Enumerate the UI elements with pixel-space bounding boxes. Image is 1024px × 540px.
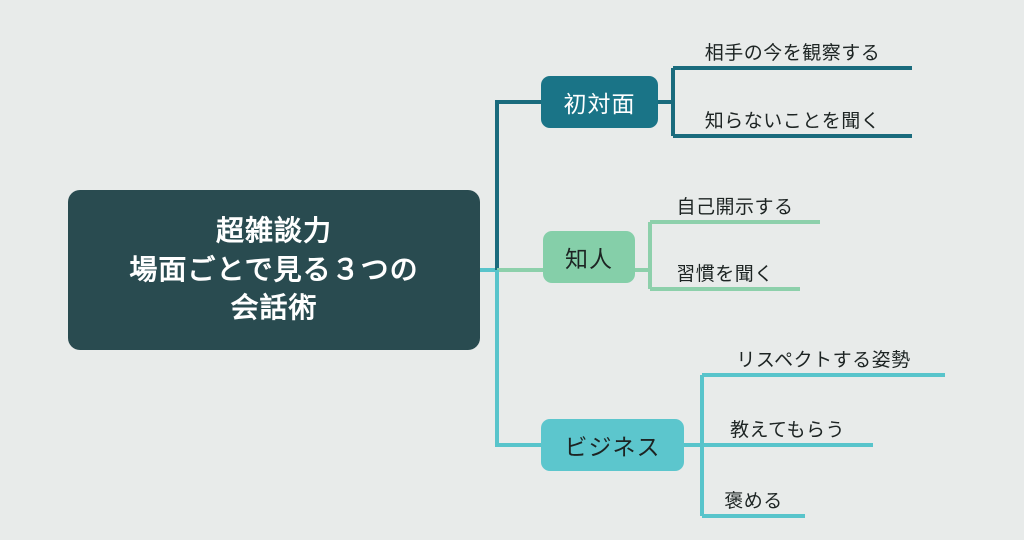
central-topic-text: 超雑談力 場面ごとで見る３つの 会話術 (119, 212, 428, 328)
leaf-node[interactable]: 知らないことを聞く (673, 98, 912, 136)
leaf-label: 教えてもらう (729, 420, 846, 441)
leaf-label: リスペクトする姿勢 (736, 350, 911, 371)
branch-node-first-meeting[interactable]: 初対面 (541, 76, 658, 128)
central-topic-line-2: 場面ごとで見る３つの (129, 253, 419, 285)
connector-branch-1-spine (658, 68, 675, 136)
leaf-node[interactable]: 褒める (702, 478, 805, 516)
central-topic-line-3: 会話術 (230, 292, 318, 324)
leaf-node[interactable]: 自己開示する (650, 184, 820, 222)
leaf-label: 知らないことを聞く (704, 111, 881, 132)
branch-node-label: ビジネス (564, 434, 661, 460)
branch-node-acquaintance[interactable]: 知人 (543, 231, 635, 283)
branch-node-business[interactable]: ビジネス (541, 419, 684, 471)
connector-branch-3 (495, 270, 541, 447)
leaf-label: 褒める (724, 491, 783, 512)
connector-branch-2-spine (635, 222, 652, 289)
branch-node-label: 知人 (565, 246, 613, 272)
leaf-label: 自己開示する (676, 197, 794, 218)
leaf-node[interactable]: 教えてもらう (702, 407, 873, 445)
connector-branch-1 (495, 100, 541, 270)
leaf-node[interactable]: 習慣を聞く (650, 251, 800, 289)
leaf-label: 習慣を聞く (676, 264, 774, 285)
branch-node-label: 初対面 (563, 91, 636, 117)
leaf-label: 相手の今を観察する (704, 43, 881, 64)
leaf-node[interactable]: リスペクトする姿勢 (702, 337, 945, 375)
leaf-node[interactable]: 相手の今を観察する (673, 30, 912, 68)
central-topic-node[interactable]: 超雑談力 場面ごとで見る３つの 会話術 (68, 190, 480, 350)
connector-branch-3-spine (684, 375, 704, 516)
central-topic-line-1: 超雑談力 (215, 215, 332, 247)
